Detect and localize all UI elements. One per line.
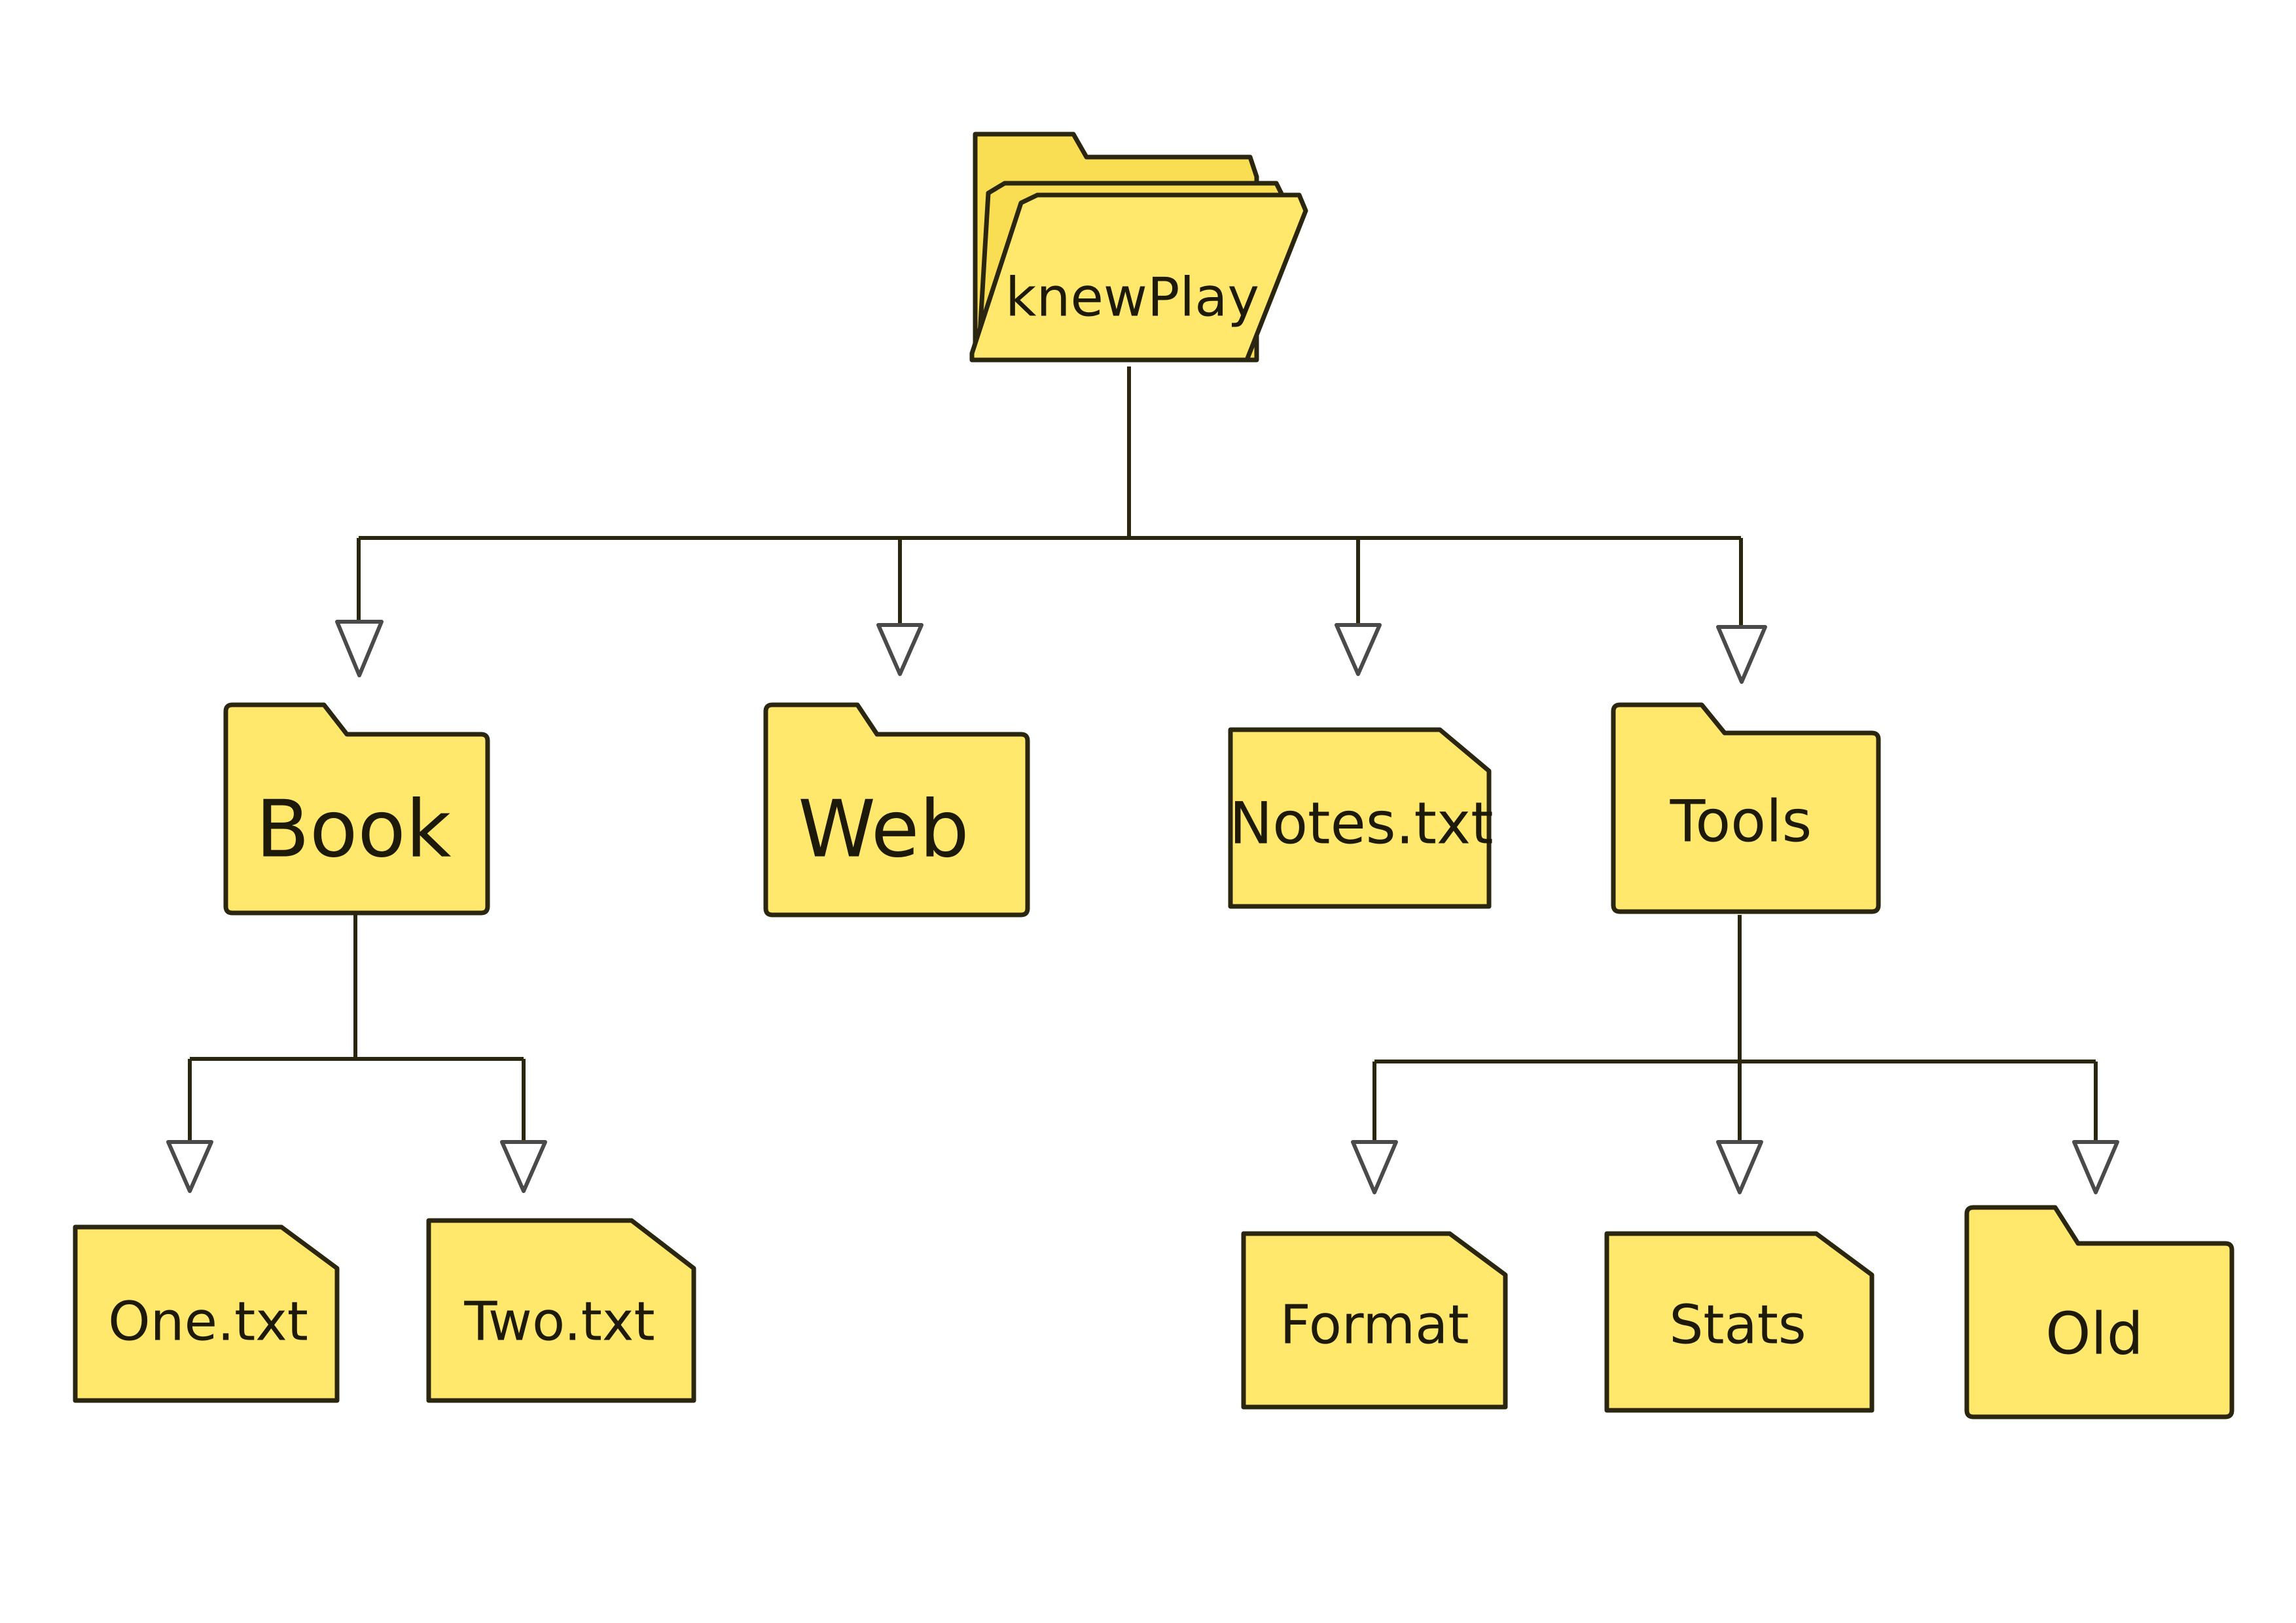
folder-label-tools: Tools <box>1670 788 1812 855</box>
folder-icon <box>1611 702 1881 914</box>
file-node-stats[interactable]: Stats <box>1604 1231 1874 1413</box>
folder-node-old[interactable]: Old <box>1964 1205 2234 1419</box>
folder-icon <box>763 702 1030 918</box>
folder-icon <box>223 702 490 916</box>
folder-icon <box>1964 1205 2234 1419</box>
connectors <box>188 366 2098 1142</box>
file-icon <box>1228 727 1492 909</box>
file-icon <box>426 1218 696 1403</box>
file-node-format[interactable]: Format <box>1241 1231 1508 1410</box>
file-label-two: Two.txt <box>463 1291 655 1353</box>
arrowhead-stats <box>1716 1140 1763 1194</box>
file-node-one[interactable]: One.txt <box>73 1224 340 1403</box>
arrowhead-one <box>166 1140 213 1193</box>
arrowhead-book <box>335 620 384 677</box>
file-icon <box>1604 1231 1874 1413</box>
file-node-two[interactable]: Two.txt <box>426 1218 696 1403</box>
file-node-notes[interactable]: Notes.txt <box>1228 727 1494 909</box>
folder-node-tools[interactable]: Tools <box>1611 702 1881 914</box>
arrowheads <box>166 620 2119 1194</box>
folder-label-web: Web <box>798 785 969 876</box>
file-icon <box>1241 1231 1508 1410</box>
folder-node-book[interactable]: Book <box>223 702 490 916</box>
file-label-format: Format <box>1280 1294 1469 1357</box>
arrowhead-two <box>500 1140 547 1193</box>
file-label-one: One.txt <box>108 1291 308 1353</box>
folder-label-old: Old <box>2045 1300 2144 1368</box>
arrowhead-tools <box>1716 625 1767 684</box>
folder-node-web[interactable]: Web <box>763 702 1030 918</box>
open-folder-icon <box>969 132 1308 363</box>
arrowhead-web <box>876 623 924 676</box>
root-label: knewPlay <box>1005 267 1259 329</box>
folder-label-book: Book <box>256 785 452 876</box>
arrowhead-old <box>2072 1140 2119 1194</box>
arrowhead-notes <box>1335 623 1382 676</box>
file-icon <box>73 1224 340 1403</box>
root-node[interactable]: knewPlay <box>969 132 1308 363</box>
arrowhead-format <box>1351 1140 1398 1194</box>
file-label-stats: Stats <box>1669 1294 1806 1357</box>
file-label-notes: Notes.txt <box>1229 790 1493 857</box>
